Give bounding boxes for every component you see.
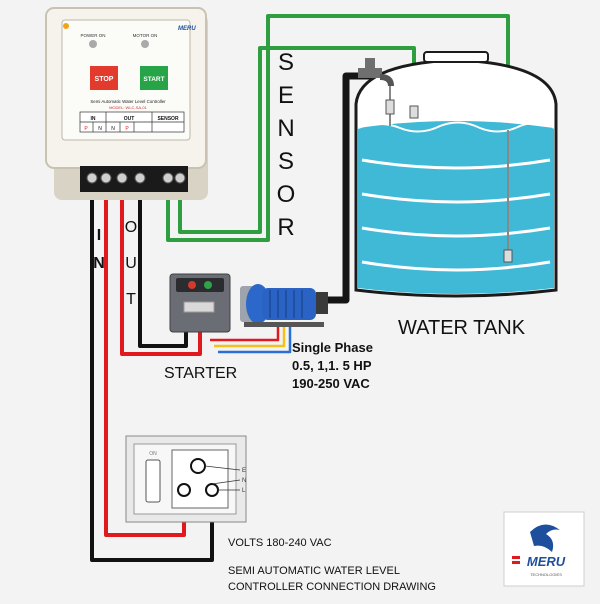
sensor-letter: R	[277, 214, 294, 241]
water-tank	[354, 51, 558, 298]
out-letter: U	[125, 255, 137, 272]
power-dot	[63, 23, 69, 29]
tap	[358, 58, 394, 86]
starter-label: STARTER	[164, 365, 237, 382]
starter-start-button[interactable]	[204, 281, 212, 289]
switch-mark: ON	[149, 451, 157, 457]
sensor-letter: S	[278, 49, 294, 76]
power-indicator	[89, 40, 97, 48]
logo-name: MERU	[527, 554, 566, 569]
in-letter: N	[93, 255, 105, 272]
pump-spec-line: 190-250 VAC	[292, 376, 370, 391]
sensor-letter: N	[277, 115, 294, 142]
port-cell: N	[111, 126, 115, 132]
sensor-probe	[409, 105, 419, 119]
pump-lead-blue	[218, 322, 292, 354]
neutral-pin	[177, 483, 191, 497]
sensor-wire-outer	[166, 14, 510, 242]
port-cell: P	[84, 126, 88, 132]
power-on-label: POWER ON	[80, 33, 105, 38]
socket-label-e: E	[242, 468, 246, 474]
logo-tagline: TECHNOLOGIES	[530, 572, 562, 577]
starter-box	[169, 273, 231, 333]
sensor-letter: E	[278, 82, 294, 109]
in-letter: I	[97, 227, 101, 244]
motor-on-label: MOTOR ON	[133, 33, 158, 38]
starter-stop-button[interactable]	[188, 281, 196, 289]
port-out-header: OUT	[124, 116, 135, 122]
motor-indicator	[141, 40, 149, 48]
socket-label-l: L	[242, 488, 246, 494]
socket-label-n: N	[242, 478, 246, 484]
pump-spec-line: Single Phase	[292, 340, 373, 355]
port-cell: N	[98, 126, 102, 132]
sensor-wire-inner	[178, 46, 416, 234]
start-label: START	[143, 76, 164, 83]
port-cell: P	[125, 126, 129, 132]
port-table: IN OUT SENSOR P N N P	[79, 111, 185, 133]
controller-brand: MERU	[178, 26, 196, 32]
out-label: O U T	[125, 219, 137, 308]
start-button[interactable]	[140, 66, 168, 90]
sensor-letter: S	[278, 148, 294, 175]
water-tank-label: WATER TANK	[398, 317, 526, 339]
socket-switch[interactable]	[145, 459, 161, 503]
sensor-label: S E N S O R	[277, 49, 296, 241]
in-label: I N	[93, 227, 105, 272]
water-body	[358, 121, 554, 294]
port-sensor-header: SENSOR	[157, 116, 179, 122]
pump-spec: Single Phase 0.5, 1,1. 5 HP 190-250 VAC	[292, 340, 373, 391]
terminal-screws	[86, 172, 186, 184]
stop-button[interactable]	[90, 66, 118, 90]
out-letter: T	[126, 291, 136, 308]
sensor-probe	[503, 249, 513, 263]
port-in-header: IN	[91, 116, 96, 122]
dolphin-icon	[530, 524, 560, 552]
sensor-probe	[385, 99, 395, 115]
volts-label: VOLTS 180-240 VAC	[228, 537, 332, 549]
pump	[240, 284, 328, 327]
out-black-wire	[138, 192, 188, 348]
drawing-title-line-1: SEMI AUTOMATIC WATER LEVEL	[228, 565, 400, 577]
controller-box: POWER ON MOTOR ON MERU STOP START Semi A…	[45, 7, 208, 200]
pump-lead-red	[210, 322, 280, 342]
out-red-wire	[120, 192, 202, 356]
controller-title: Semi Automatic Water Level Controller	[90, 99, 166, 104]
out-letter: O	[125, 219, 137, 236]
pump-spec-line: 0.5, 1,1. 5 HP	[292, 358, 372, 373]
meru-logo: MERU TECHNOLOGIES	[503, 511, 585, 587]
wall-socket: ON E N L	[125, 435, 247, 523]
stop-label: STOP	[95, 76, 114, 83]
sensor-letter: O	[277, 181, 296, 208]
controller-model: MODEL: WLC-SA-01	[109, 105, 148, 110]
tank-lid	[423, 51, 489, 63]
pump-lead-yellow	[214, 322, 286, 348]
drawing-title-line-2: CONTROLLER CONNECTION DRAWING	[228, 581, 436, 593]
